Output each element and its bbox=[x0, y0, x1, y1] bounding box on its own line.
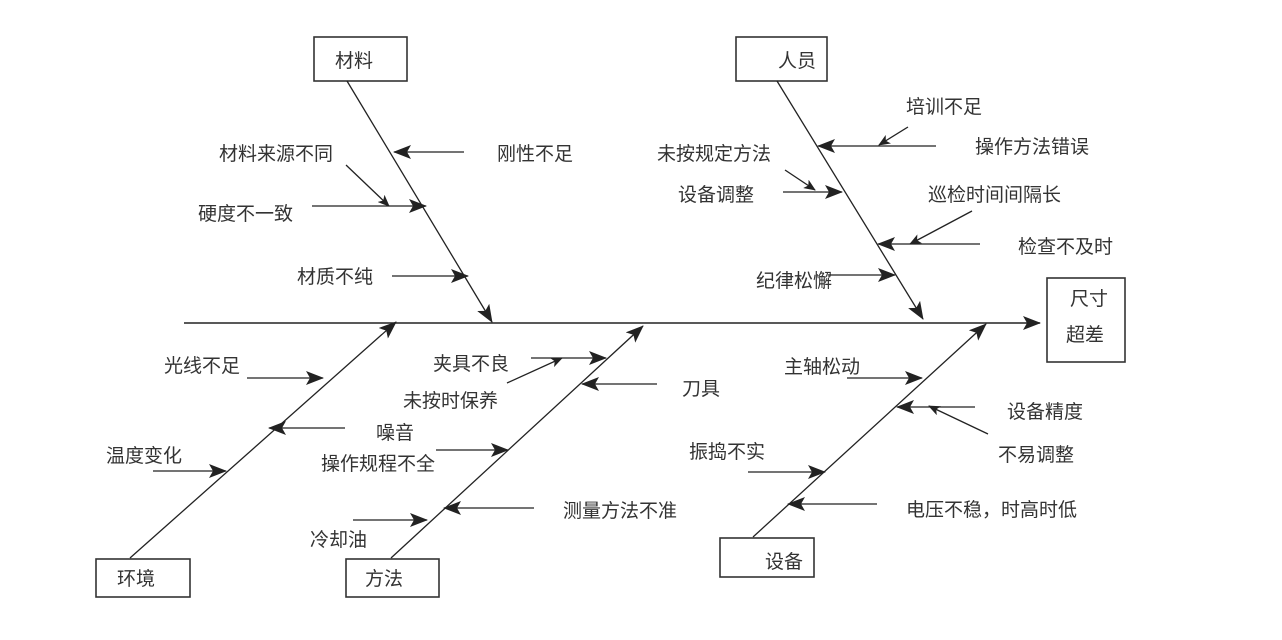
cause-label: 主轴松动 bbox=[784, 356, 860, 378]
cause-label: 温度变化 bbox=[106, 445, 182, 467]
cause-label: 夹具不良 bbox=[433, 353, 509, 375]
category-label-equipment: 设备 bbox=[765, 551, 803, 573]
category-equipment: 设备 主轴松动 设备精度 不易调整 振捣不实 电压不稳，时高时低 bbox=[689, 323, 1083, 578]
cause-label: 测量方法不准 bbox=[563, 500, 677, 522]
cause-label: 检查不及时 bbox=[1018, 236, 1113, 258]
cause-arrow bbox=[909, 210, 973, 245]
cause-label: 刀具 bbox=[682, 378, 720, 400]
cause-label: 噪音 bbox=[376, 422, 414, 444]
effect-label-line2: 超差 bbox=[1066, 324, 1104, 346]
cause-label: 材料来源不同 bbox=[219, 143, 333, 165]
cause-label: 设备调整 bbox=[678, 184, 754, 206]
cause-label: 纪律松懈 bbox=[756, 270, 832, 292]
cause-arrow bbox=[784, 169, 816, 191]
cause-label: 未按时保养 bbox=[403, 390, 498, 412]
cause-label: 不易调整 bbox=[998, 444, 1074, 466]
category-label-people: 人员 bbox=[778, 50, 816, 72]
bone-environment bbox=[129, 321, 397, 559]
cause-arrow bbox=[345, 164, 390, 207]
cause-label: 操作方法错误 bbox=[975, 136, 1089, 158]
bone-people bbox=[776, 80, 924, 320]
cause-label: 设备精度 bbox=[1007, 401, 1083, 423]
category-environment: 环境 光线不足 噪音 温度变化 bbox=[95, 321, 414, 598]
category-material: 材料 刚性不足 材料来源不同 硬度不一致 材质不纯 bbox=[198, 36, 573, 323]
cause-label: 冷却油 bbox=[310, 529, 367, 551]
cause-arrow bbox=[878, 126, 909, 146]
cause-label: 硬度不一致 bbox=[198, 203, 293, 225]
category-people: 人员 培训不足 操作方法错误 未按规定方法 设备调整 巡检时间间隔长 检查不及时… bbox=[657, 36, 1113, 320]
cause-label: 振捣不实 bbox=[689, 441, 765, 463]
category-label-environment: 环境 bbox=[117, 568, 155, 590]
cause-arrow bbox=[506, 357, 563, 384]
bone-method bbox=[390, 325, 644, 559]
effect-label-line1: 尺寸 bbox=[1070, 288, 1108, 310]
cause-label: 电压不稳，时高时低 bbox=[906, 499, 1077, 521]
cause-label: 光线不足 bbox=[164, 355, 240, 377]
cause-label: 刚性不足 bbox=[497, 143, 573, 165]
cause-label: 未按规定方法 bbox=[657, 143, 771, 165]
category-label-material: 材料 bbox=[335, 50, 373, 72]
cause-arrow bbox=[928, 405, 989, 435]
category-method: 方法 夹具不良 未按时保养 刀具 操作规程不全 测量方法不准 冷却油 bbox=[310, 325, 720, 598]
cause-label: 操作规程不全 bbox=[321, 453, 435, 475]
effect-box: 尺寸 超差 bbox=[1046, 277, 1126, 363]
cause-label: 培训不足 bbox=[906, 96, 982, 118]
category-label-method: 方法 bbox=[365, 568, 403, 590]
cause-label: 材质不纯 bbox=[297, 266, 373, 288]
cause-label: 巡检时间间隔长 bbox=[928, 184, 1061, 206]
